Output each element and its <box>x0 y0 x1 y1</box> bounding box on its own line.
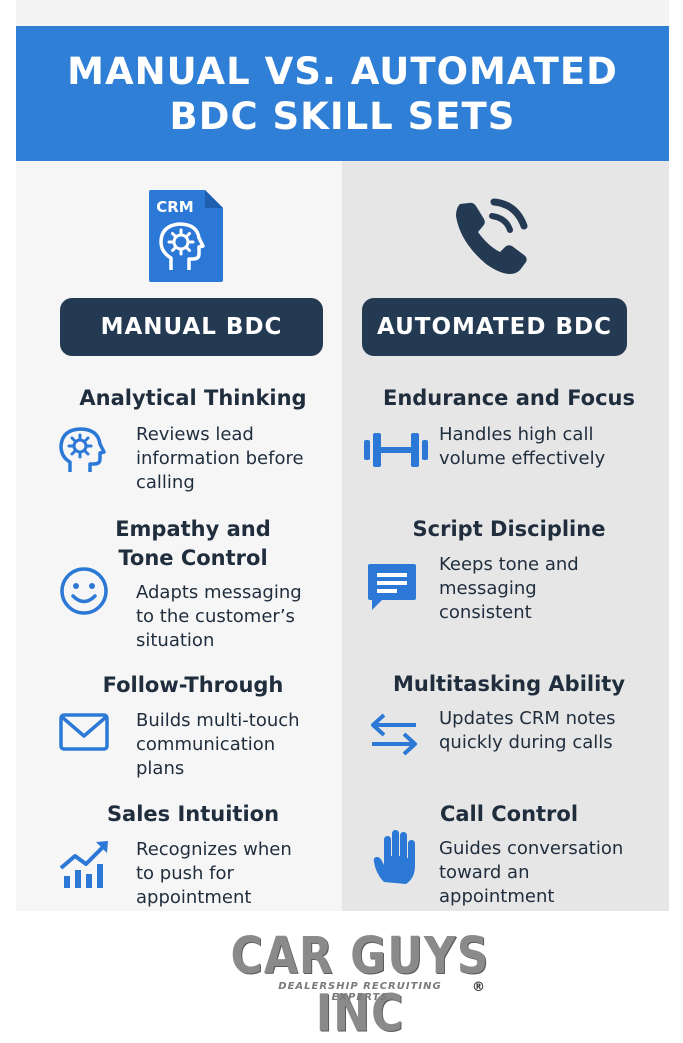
skill-desc-sales-intuition: Recognizes when to push for appointment <box>136 839 292 908</box>
skill-title-sales-intuition: Sales Intuition <box>106 802 280 826</box>
skill-desc-call-control: Guides conversation toward an appointmen… <box>439 838 624 907</box>
manual-bdc-label: MANUAL BDC <box>60 298 323 356</box>
crm-badge-text: CRM <box>156 198 194 216</box>
skill-desc-follow-through: Builds multi-touch communication plans <box>136 710 300 779</box>
dumbbell-icon <box>362 424 430 476</box>
registered-mark: ® <box>472 980 485 995</box>
skill-desc-analytical: Reviews lead information before calling <box>136 424 304 493</box>
page-title: MANUAL VS. AUTOMATED BDC SKILL SETS <box>67 49 618 138</box>
manual-column <box>16 161 342 911</box>
hand-icon <box>370 828 422 886</box>
skill-title-endurance: Endurance and Focus <box>382 386 636 410</box>
skill-title-analytical: Analytical Thinking <box>79 386 307 410</box>
skill-title-script-discipline: Script Discipline <box>412 517 606 541</box>
skill-title-multitasking: Multitasking Ability <box>392 672 626 696</box>
header-banner: MANUAL VS. AUTOMATED BDC SKILL SETS <box>16 26 669 161</box>
chat-bubble-icon <box>366 560 418 612</box>
skill-title-follow-through: Follow-Through <box>102 673 284 697</box>
skill-title-empathy: Empathy and Tone Control <box>115 517 271 570</box>
skill-title-call-control: Call Control <box>439 802 579 826</box>
swap-arrows-icon <box>368 708 420 760</box>
smiley-icon <box>58 565 110 617</box>
car-guys-logo: CAR GUYS INC DEALERSHIP RECRUITING EXPER… <box>230 927 490 1042</box>
skill-desc-script-discipline: Keeps tone and messaging consistent <box>439 554 579 623</box>
automated-bdc-label: AUTOMATED BDC <box>362 298 627 356</box>
growth-chart-icon <box>58 838 110 890</box>
skill-desc-empathy: Adapts messaging to the customer’s situa… <box>136 582 302 651</box>
top-strip <box>16 0 669 26</box>
automated-column <box>342 161 669 911</box>
envelope-icon <box>58 706 110 758</box>
phone-icon <box>448 190 538 280</box>
skill-desc-endurance: Handles high call volume effectively <box>439 424 606 469</box>
skill-desc-multitasking: Updates CRM notes quickly during calls <box>439 708 616 753</box>
logo-tagline: DEALERSHIP RECRUITING EXPERTS <box>278 981 442 1003</box>
crm-document-icon: CRM <box>145 188 225 284</box>
head-gear-icon <box>56 424 108 476</box>
